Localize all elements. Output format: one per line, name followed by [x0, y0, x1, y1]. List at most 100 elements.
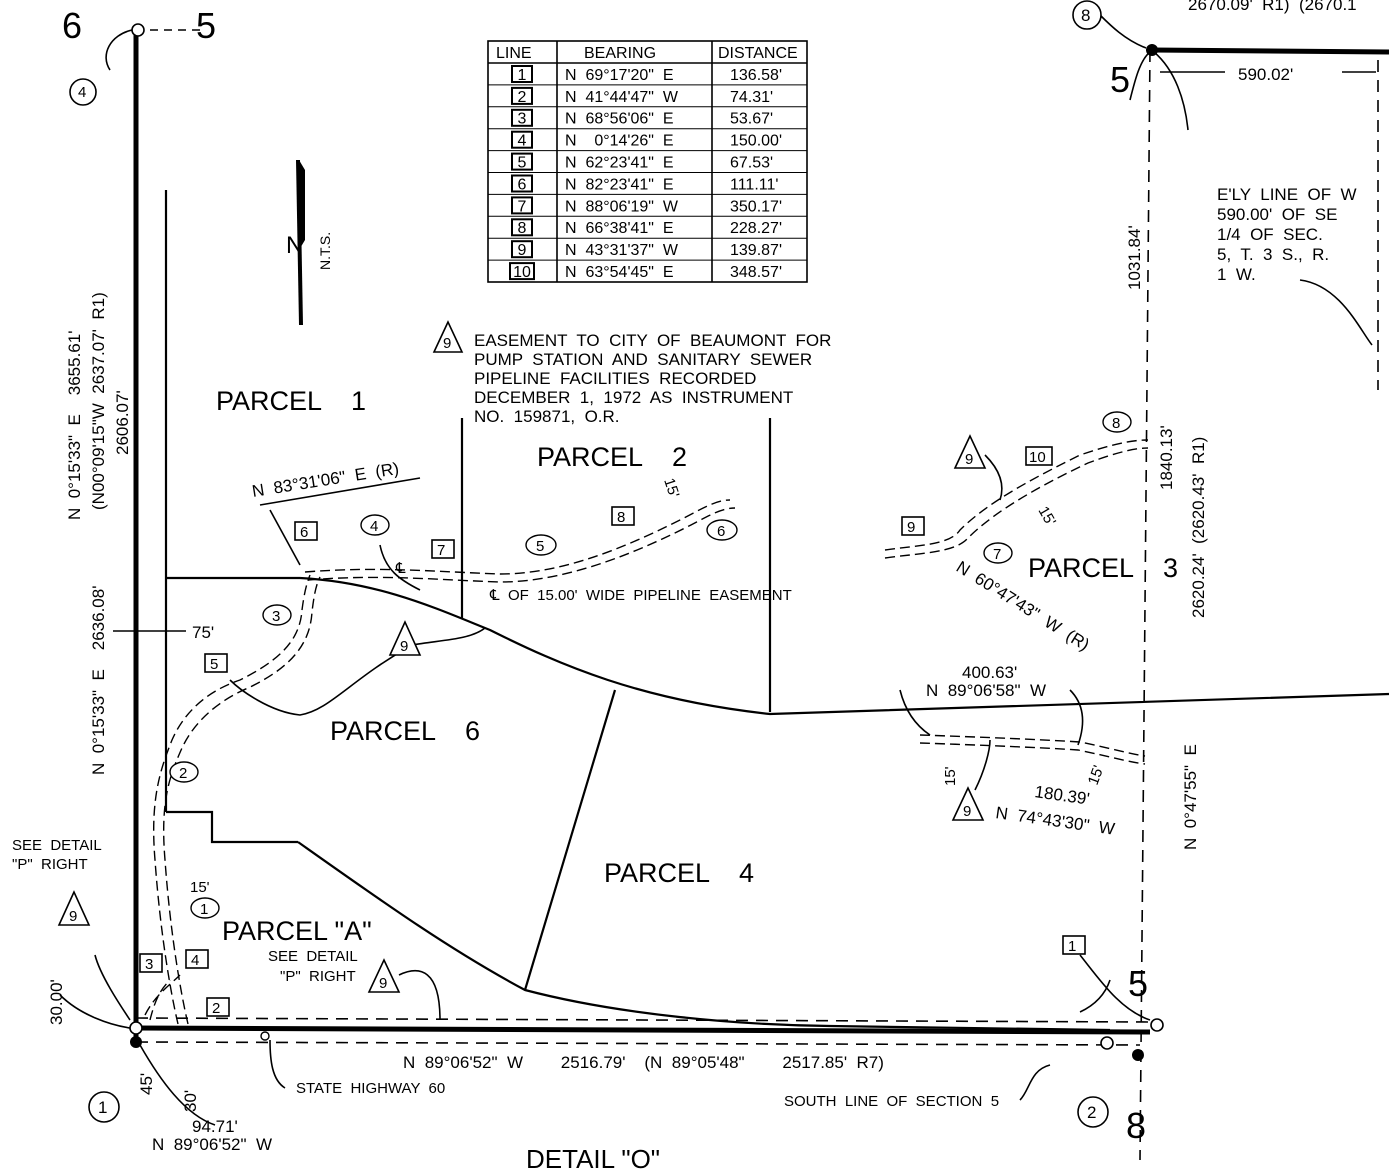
- leader-lines: [59, 14, 1373, 1126]
- leader-9-pa: [398, 970, 441, 1021]
- parcel-a-detail-2: "P" RIGHT: [280, 968, 356, 985]
- table-line-box: [509, 262, 535, 281]
- table-line-box: [511, 152, 533, 171]
- distance-590: 590.02': [1238, 65, 1293, 84]
- easement-ne-a: [884, 439, 1149, 551]
- callout-4: 4: [370, 518, 378, 535]
- table-cell-line: 3: [518, 111, 527, 128]
- centerline-short: ℄: [395, 560, 406, 577]
- triangle-9-pa: [367, 958, 401, 993]
- parcel-4-label: PARCEL 4: [604, 858, 754, 888]
- monument-se: [1132, 1049, 1144, 1061]
- triangle-9-east: [951, 786, 985, 821]
- callout-ellipse-1: [190, 897, 220, 919]
- table-line-box: [511, 218, 533, 237]
- leader-4: [105, 29, 133, 71]
- monument-sw-open: [129, 1021, 143, 1035]
- callout-ellipse-6: [706, 519, 738, 541]
- callout-1: 1: [200, 901, 208, 918]
- see-detail-2: "P" RIGHT: [12, 856, 88, 873]
- leader-9-sw: [94, 954, 131, 1021]
- leader-9-p3: [984, 454, 1003, 501]
- table-cell-bearing: N 68°56'06" E: [565, 111, 674, 128]
- table-line-box: [511, 108, 533, 127]
- note-line-1: EASEMENT TO CITY OF BEAUMONT FOR: [474, 331, 831, 350]
- monument-ne: [1146, 44, 1158, 56]
- parcel-6-label: PARCEL 6: [330, 716, 480, 746]
- monument-se-open-2: [1100, 1036, 1114, 1050]
- table-cell-distance: 74.31': [730, 89, 773, 106]
- bearing-180: N 74°43'30" W: [994, 803, 1116, 839]
- table-cell-line: 4: [518, 133, 527, 150]
- callout-3: 3: [272, 608, 280, 625]
- table-line-box: [511, 65, 533, 83]
- state-highway-label: STATE HIGHWAY 60: [296, 1080, 445, 1097]
- section-number-5-nw: 5: [196, 5, 216, 46]
- note-line-2: PUMP STATION AND SANITARY SEWER: [474, 350, 812, 369]
- callout-5: 5: [536, 538, 544, 555]
- ely-line-3: 1/4 OF SEC.: [1217, 225, 1323, 244]
- callout-6: 6: [717, 523, 725, 540]
- table-cell-distance: 111.11': [730, 176, 778, 193]
- table-line-box: [511, 130, 533, 149]
- note-line-4: DECEMBER 1, 1972 AS INSTRUMENT: [474, 388, 793, 407]
- table-cell-line: 5: [518, 155, 527, 172]
- parcel-a-east-curve: [297, 841, 1111, 1032]
- easement-north-b: [307, 507, 736, 583]
- parcel-6-north-curve: [299, 576, 1389, 716]
- table-cell-bearing: N 69°17'20" E: [565, 67, 674, 84]
- table-cell-bearing: N 41°44'47" W: [565, 89, 679, 106]
- table-cell-distance: 348.57': [730, 264, 782, 281]
- detail-title: DETAIL "O": [526, 1144, 660, 1173]
- distance-180: 180.39': [1033, 782, 1090, 809]
- leader-4-mid: [379, 544, 421, 591]
- table-cell-bearing: N 43°31'37" W: [565, 242, 679, 259]
- triangle-9-sw-text: 9: [69, 908, 77, 925]
- leader-400-left: [899, 689, 931, 736]
- callout-2-se: 2: [1087, 1103, 1096, 1122]
- table-header-distance: DISTANCE: [718, 45, 798, 62]
- section-number-5-ne: 5: [1110, 59, 1130, 100]
- box-10: [1025, 446, 1053, 466]
- dimension-30: 30': [181, 1090, 200, 1112]
- callout-circle-8-top: [1072, 0, 1102, 30]
- table-line-box: [511, 240, 533, 259]
- dimension-30-top: 30.00': [47, 979, 66, 1025]
- box-1: [1062, 935, 1086, 955]
- distance-400: 400.63': [962, 663, 1017, 682]
- box-9: [901, 516, 925, 536]
- east-section-line: [1139, 49, 1151, 1161]
- south-boundary-line: [135, 1025, 1151, 1035]
- leader-ely: [1299, 279, 1373, 346]
- table-cell-line: 8: [518, 220, 527, 237]
- leader-hwy: [269, 1039, 286, 1089]
- callout-ellipse-4: [360, 514, 390, 536]
- leader-1: [1079, 979, 1111, 1013]
- north-letter: N: [286, 232, 303, 259]
- dimension-45: 45': [137, 1073, 156, 1095]
- table-cell-line: 7: [518, 198, 527, 215]
- parcel-3-label: PARCEL 3: [1028, 553, 1178, 583]
- leader-ne-2: [1129, 51, 1151, 101]
- parcel-a-label: PARCEL "A": [222, 916, 372, 946]
- table-line-box: [511, 86, 533, 105]
- boundary-lines: [133, 29, 1389, 1161]
- leader-9-east: [974, 739, 991, 791]
- callout-ellipse-5: [525, 534, 557, 556]
- triangle-9-p3: [953, 434, 987, 469]
- table-cell-distance: 139.87': [730, 242, 782, 259]
- easement-east-b: [919, 742, 1146, 765]
- table-cell-distance: 67.53': [730, 155, 773, 172]
- width-15-p2: 15': [660, 476, 682, 500]
- leader-9-mid: [229, 644, 413, 716]
- easement-east-a: [919, 734, 1146, 757]
- centerline-label: ℄ OF 15.00' WIDE PIPELINE EASEMENT: [489, 587, 792, 604]
- box-1-text: 1: [1068, 938, 1076, 955]
- leader-30: [59, 994, 131, 1029]
- west-bearing-lower: N 0°15'33" E 2636.08': [89, 586, 108, 775]
- south-dashed-line-1: [135, 1017, 1151, 1023]
- monument-hwy: [260, 1031, 270, 1041]
- bearing-400: N 89°06'58" W: [926, 681, 1046, 700]
